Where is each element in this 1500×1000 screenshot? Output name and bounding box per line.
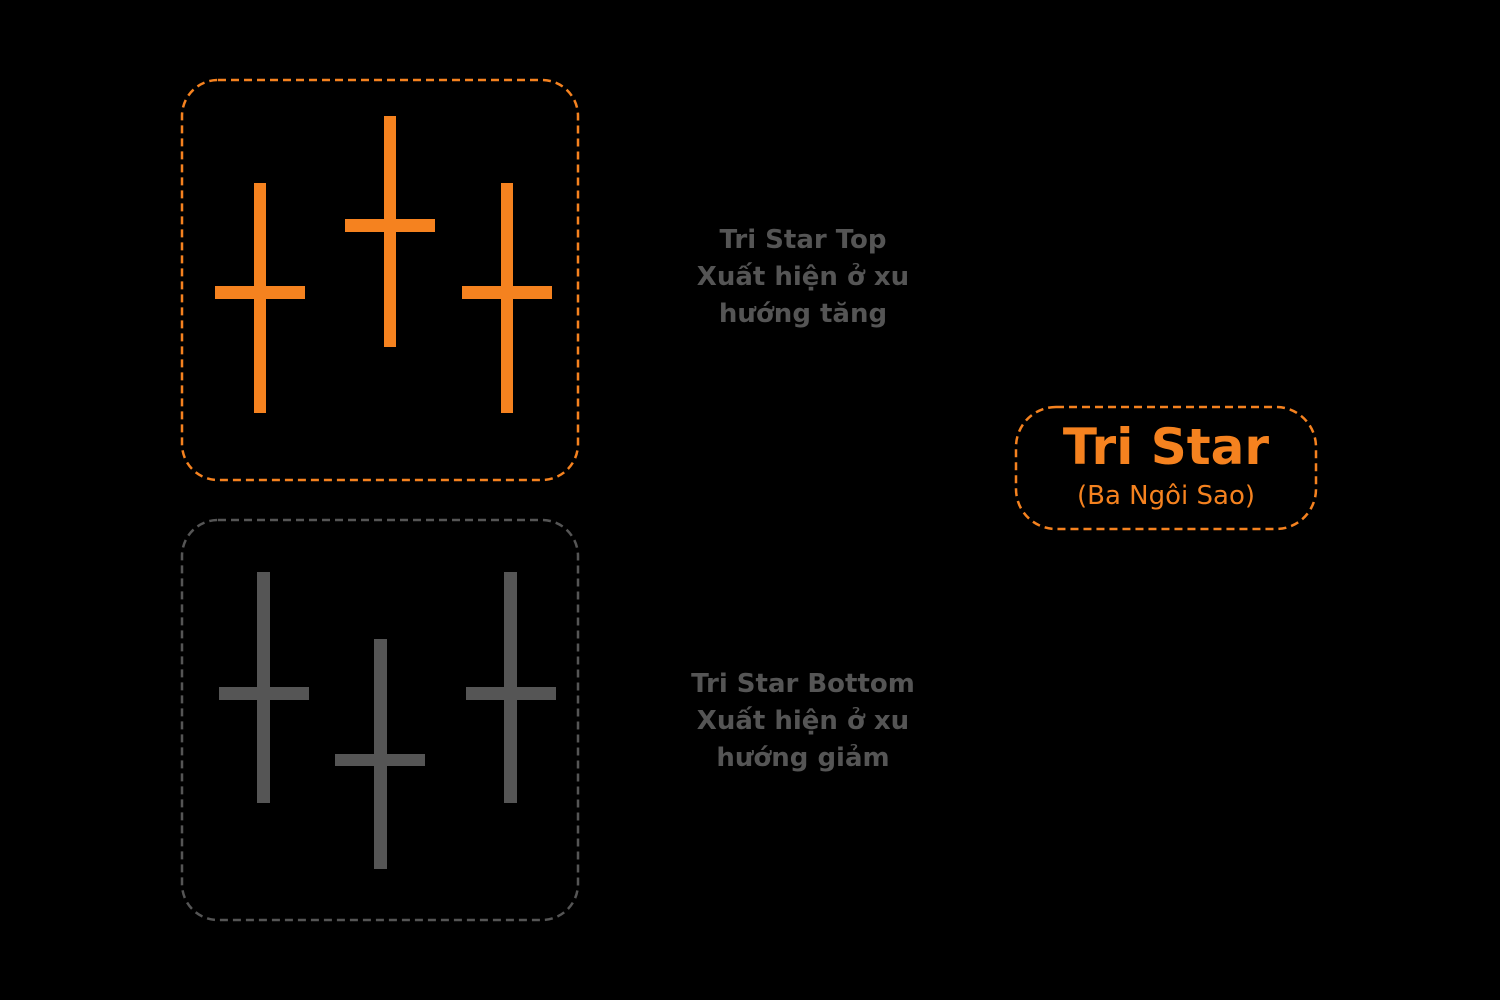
caption-line: Xuất hiện ở xu [696, 706, 910, 736]
doji-candle-1-body [215, 286, 305, 299]
tri-star-bottom-caption: Tri Star Bottom Xuất hiện ở xu hướng giả… [643, 666, 963, 777]
caption-line: Xuất hiện ở xu [696, 262, 910, 292]
title-subtitle: (Ba Ngôi Sao) [1076, 481, 1255, 511]
caption-line: hướng tăng [718, 299, 888, 329]
caption-line: hướng giảm [716, 743, 890, 773]
doji-candle-3-body [466, 687, 556, 700]
doji-candle-3-body [462, 286, 552, 299]
title-main: Tri Star [1062, 418, 1270, 476]
tri-star-top-caption: Tri Star Top Xuất hiện ở xu hướng tăng [643, 222, 963, 333]
caption-title: Tri Star Bottom [691, 669, 915, 699]
doji-candle-2-body [335, 754, 425, 766]
caption-title: Tri Star Top [719, 225, 887, 255]
doji-candle-2-body [345, 219, 435, 232]
doji-candle-1-body [219, 687, 309, 700]
